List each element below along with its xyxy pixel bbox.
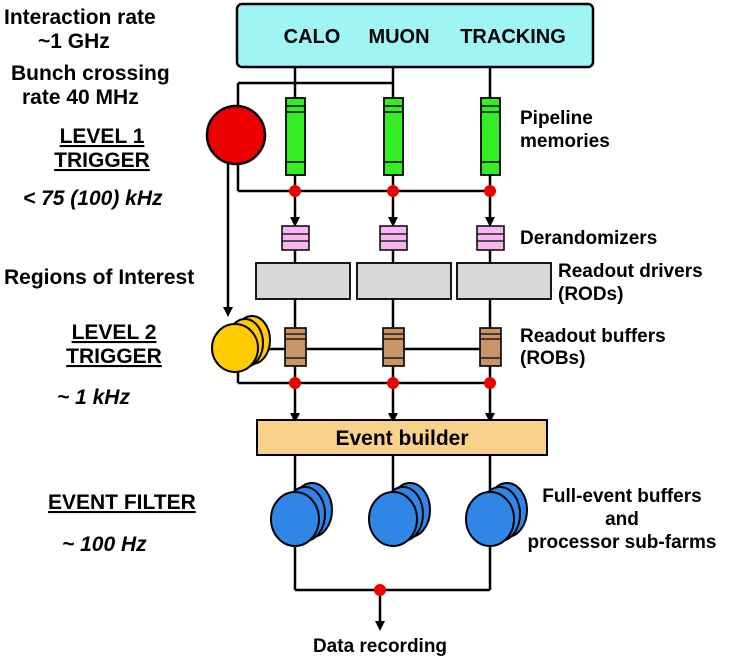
pipeline-calo — [285, 97, 306, 176]
full-event-label-3: processor sub-farms — [527, 532, 716, 553]
level2-rate: ~ 1 kHz — [57, 386, 130, 409]
event-filter-rate: ~ 100 Hz — [62, 533, 147, 556]
event-builder-label: Event builder — [335, 427, 468, 450]
rod-muon — [356, 262, 452, 300]
level2-trigger-node — [211, 315, 271, 373]
event-builder-box — [256, 419, 548, 456]
detector-calo-label: CALO — [284, 26, 341, 48]
detector-tracking-label: TRACKING — [460, 26, 566, 48]
derandomizer-calo — [281, 225, 310, 251]
regions-of-interest-label: Regions of Interest — [4, 266, 194, 289]
readout-drivers-label: Readout drivers — [558, 261, 703, 282]
full-event-label: Full-event buffers — [542, 486, 701, 507]
derandomizers — [281, 225, 505, 251]
readout-buffers-label: Readout buffers — [520, 326, 666, 347]
readout-drivers-label-2: (RODs) — [558, 284, 623, 305]
derandomizers-label: Derandomizers — [520, 228, 657, 249]
right-labels: Pipeline memories Derandomizers Readout … — [313, 108, 717, 657]
detector-box-rect — [235, 2, 595, 69]
junction-dot — [387, 377, 399, 389]
bunch-crossing-label: Bunch crossing — [11, 62, 170, 85]
pipeline-label-2: memories — [520, 131, 610, 152]
farm-muon — [368, 482, 431, 547]
derandomizer-tracking — [476, 225, 505, 251]
level1-trigger-node — [205, 104, 267, 166]
farm-tracking — [465, 482, 528, 547]
pipeline-memories — [285, 97, 501, 176]
junction-dot — [484, 377, 496, 389]
pipeline-label: Pipeline — [520, 108, 593, 129]
rob-calo — [284, 327, 307, 367]
level1-rate: < 75 (100) kHz — [23, 187, 163, 210]
detector-box: CALO MUON TRACKING — [235, 2, 595, 69]
interaction-rate-label: Interaction rate — [4, 6, 156, 29]
event-filter-title: EVENT FILTER — [48, 491, 196, 514]
junction-dot — [387, 185, 399, 197]
junction-dots — [289, 185, 496, 596]
full-event-label-2: and — [605, 509, 639, 530]
readout-buffers-label-2: (ROBs) — [520, 348, 585, 369]
readout-drivers — [255, 262, 552, 300]
event-builder: Event builder — [256, 419, 548, 456]
level2-title: LEVEL 2 — [72, 321, 157, 344]
rod-calo — [255, 262, 351, 300]
derandomizer-muon — [379, 225, 408, 251]
farm-calo — [270, 482, 333, 547]
pipeline-muon — [383, 97, 404, 176]
level1-title: LEVEL 1 — [60, 125, 145, 148]
processor-farms — [270, 482, 528, 547]
rob-tracking — [479, 327, 502, 367]
junction-dot — [289, 185, 301, 197]
level1-subtitle: TRIGGER — [54, 149, 150, 172]
level2-subtitle: TRIGGER — [66, 345, 162, 368]
interaction-rate-value: ~1 GHz — [38, 30, 110, 53]
junction-dot — [374, 584, 386, 596]
bunch-crossing-value: rate 40 MHz — [22, 86, 139, 109]
pipeline-tracking — [480, 97, 501, 176]
detector-muon-label: MUON — [368, 26, 429, 48]
readout-buffers — [284, 327, 502, 367]
rod-tracking — [456, 262, 552, 300]
left-labels: Interaction rate ~1 GHz Bunch crossing r… — [4, 6, 196, 556]
rob-muon — [382, 327, 405, 367]
junction-dot — [484, 185, 496, 197]
data-recording-label: Data recording — [313, 636, 447, 657]
junction-dot — [289, 377, 301, 389]
